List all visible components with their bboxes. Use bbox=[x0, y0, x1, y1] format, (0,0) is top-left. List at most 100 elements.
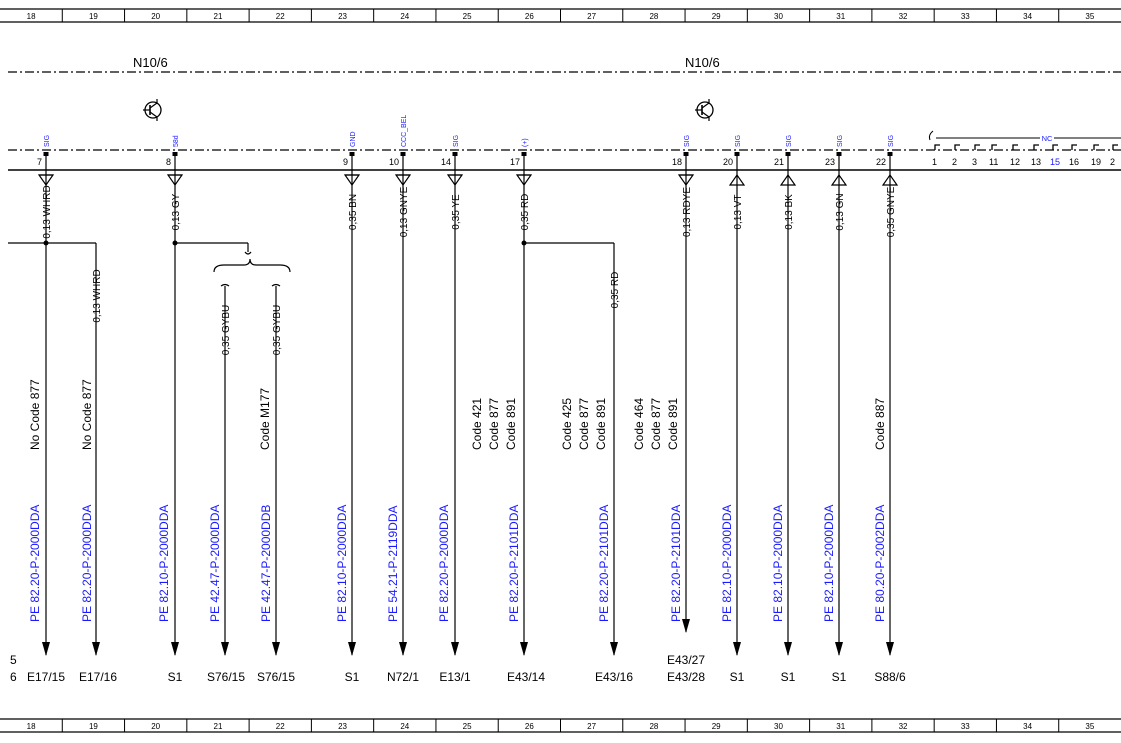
pin-number: 23 bbox=[825, 157, 835, 167]
grid-column-number: 21 bbox=[214, 722, 223, 731]
wire-label: 0,35 GYBU bbox=[221, 305, 232, 356]
destination-label: E17/15 bbox=[27, 670, 65, 684]
grid-column-number: 23 bbox=[338, 722, 347, 731]
pin-terminal bbox=[349, 152, 355, 156]
reference-link[interactable]: PE 82.20-P-2000DDA bbox=[80, 505, 94, 622]
pin-terminal bbox=[43, 152, 49, 156]
reference-link[interactable]: PE 82.20-P-2101DDA bbox=[597, 505, 611, 622]
wire-label: 0,13 RDYE bbox=[682, 187, 693, 237]
nc-pin-number: 3 bbox=[972, 157, 977, 167]
reference-links: PE 82.20-P-2000DDA PE 82.20-P-2000DDA PE… bbox=[28, 505, 887, 622]
reference-link[interactable]: PE 42.47-P-2000DDA bbox=[208, 505, 222, 622]
signal-label: CCC_BEL bbox=[401, 115, 408, 147]
pin-number: 10 bbox=[389, 157, 399, 167]
destination-label: E13/1 bbox=[439, 670, 471, 684]
destination-label: S1 bbox=[832, 670, 847, 684]
pin-number: 14 bbox=[441, 157, 451, 167]
grid-column-number: 20 bbox=[151, 12, 160, 21]
destinations: 5 6 E17/15 E17/16 S1 S76/15 S76/15 S1 N7… bbox=[10, 653, 906, 684]
pin-terminal bbox=[400, 152, 406, 156]
destination-label: E43/28 bbox=[667, 670, 705, 684]
grid-column-number: 22 bbox=[276, 12, 285, 21]
code-note: Code 877 bbox=[487, 398, 501, 450]
wire-label: 0,13 BK bbox=[784, 194, 795, 230]
signal-label: 58d bbox=[173, 135, 180, 147]
reference-link[interactable]: PE 82.10-P-2000DDA bbox=[720, 505, 734, 622]
pin-terminal bbox=[785, 152, 791, 156]
nc-pin-number: 2 bbox=[1110, 157, 1115, 167]
pin-terminal bbox=[887, 152, 893, 156]
nc-pin-number: 16 bbox=[1069, 157, 1079, 167]
destination-label: E43/27 bbox=[667, 653, 705, 667]
transistor-icon bbox=[143, 99, 162, 121]
pin-terminal bbox=[452, 152, 458, 156]
code-note: Code 887 bbox=[873, 398, 887, 450]
code-note: Code 464 bbox=[632, 398, 646, 450]
code-note: Code 421 bbox=[470, 398, 484, 450]
nc-pin-number: 15 bbox=[1050, 157, 1060, 167]
wire-label: 0,13 VT bbox=[733, 194, 744, 229]
grid-column-number: 26 bbox=[525, 12, 534, 21]
reference-link[interactable]: PE 82.10-P-2000DDA bbox=[771, 505, 785, 622]
nc-pin-number: 13 bbox=[1031, 157, 1041, 167]
pin-terminal bbox=[734, 152, 740, 156]
signal-label: SIG bbox=[44, 135, 51, 147]
wire-label: 0,35 BN bbox=[348, 194, 359, 230]
nc-pin-number: 19 bbox=[1091, 157, 1101, 167]
destination-label: S1 bbox=[781, 670, 796, 684]
signal-label: SIG bbox=[735, 135, 742, 147]
reference-link[interactable]: PE 82.20-P-2101DDA bbox=[507, 505, 521, 622]
grid-column-number: 24 bbox=[400, 722, 409, 731]
pin-number: 20 bbox=[723, 157, 733, 167]
reference-link[interactable]: PE 82.10-P-2000DDA bbox=[335, 505, 349, 622]
destination-label: N72/1 bbox=[387, 670, 419, 684]
reference-link[interactable]: PE 54.21-P-2119DDA bbox=[386, 505, 400, 622]
nc-pin-number: 2 bbox=[952, 157, 957, 167]
pin-terminal bbox=[172, 152, 178, 156]
destination-label: S1 bbox=[345, 670, 360, 684]
grid-column-number: 30 bbox=[774, 12, 783, 21]
grid-column-number: 29 bbox=[712, 722, 721, 731]
grid-column-number: 19 bbox=[89, 722, 98, 731]
reference-link[interactable]: PE 82.20-P-2101DDA bbox=[669, 505, 683, 622]
pin-number: 22 bbox=[876, 157, 886, 167]
grid-column-number: 22 bbox=[276, 722, 285, 731]
code-note: Code 891 bbox=[594, 398, 608, 450]
reference-link[interactable]: PE 80.20-P-2002DDA bbox=[873, 505, 887, 622]
destination-label: 6 bbox=[10, 670, 17, 684]
grid-column-number: 27 bbox=[587, 722, 596, 731]
wire-label: 0,35 YE bbox=[451, 194, 462, 230]
pin-number: 21 bbox=[774, 157, 784, 167]
grid-column-number: 27 bbox=[587, 12, 596, 21]
grid-column-number: 35 bbox=[1085, 12, 1094, 21]
grid-column-number: 24 bbox=[400, 12, 409, 21]
code-note: Code 877 bbox=[649, 398, 663, 450]
signal-label: GND bbox=[350, 131, 357, 147]
grid-column-number: 21 bbox=[214, 12, 223, 21]
grid-column-number: 25 bbox=[463, 12, 472, 21]
grid-column-number: 31 bbox=[836, 722, 845, 731]
reference-link[interactable]: PE 82.20-P-2000DDA bbox=[437, 505, 451, 622]
wire-label: 0,13 GN bbox=[835, 193, 846, 230]
code-notes: No Code 877 No Code 877 Code M177 Code 4… bbox=[28, 379, 887, 450]
reference-link[interactable]: PE 82.20-P-2000DDA bbox=[28, 505, 42, 622]
module-label: N10/6 bbox=[685, 55, 720, 70]
branch-lines bbox=[8, 240, 618, 656]
reference-link[interactable]: PE 82.10-P-2000DDA bbox=[157, 505, 171, 622]
reference-link[interactable]: PE 42.47-P-2000DDB bbox=[259, 505, 273, 622]
grid-column-number: 33 bbox=[961, 722, 970, 731]
destination-label: S88/6 bbox=[874, 670, 906, 684]
wire-label: 0,13 WHRD bbox=[92, 269, 103, 322]
signal-label: SIG bbox=[888, 135, 895, 147]
reference-link[interactable]: PE 82.10-P-2000DDA bbox=[822, 505, 836, 622]
destination-label: S1 bbox=[730, 670, 745, 684]
pin-number: 7 bbox=[37, 157, 42, 167]
destination-label: 5 bbox=[10, 653, 17, 667]
grid-column-number: 34 bbox=[1023, 722, 1032, 731]
grid-column-number: 31 bbox=[836, 12, 845, 21]
pin-number: 8 bbox=[166, 157, 171, 167]
